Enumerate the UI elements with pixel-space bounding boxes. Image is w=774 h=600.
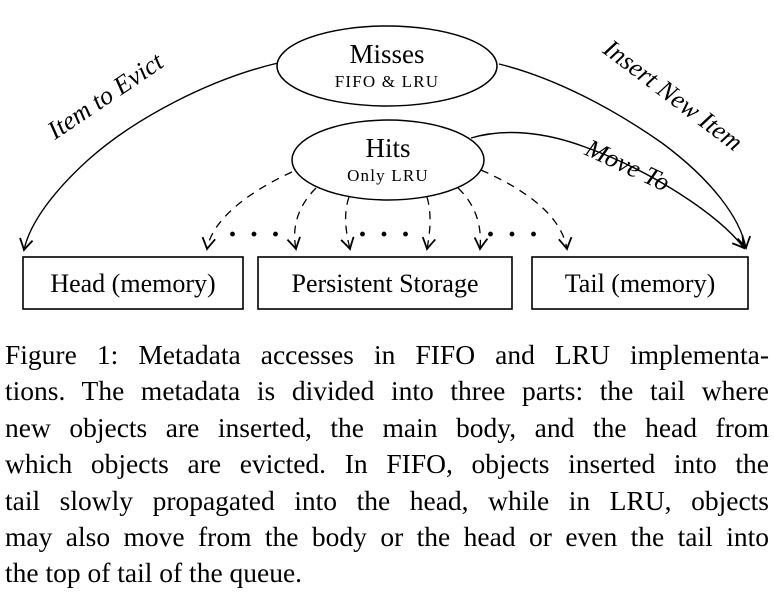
misses-node-subtitle: FIFO & LRU	[335, 72, 440, 91]
tail-box	[531, 256, 749, 310]
misses-node-title: Misses	[349, 39, 424, 69]
figure-diagram: Misses FIFO & LRU Hits Only LRU Item to …	[19, 25, 751, 310]
persistent-storage-box	[257, 256, 513, 310]
hits-node-subtitle: Only LRU	[347, 166, 429, 185]
caption-line: new objects are inserted, the main body,…	[5, 411, 769, 443]
caption-line: tions. The metadata is divided into thre…	[5, 375, 769, 407]
hits-node-ellipse	[291, 119, 485, 201]
evict-edge-arrow	[19, 62, 279, 252]
caption-line: the top of tail of the queue.	[5, 557, 303, 589]
move-edge-arrow	[470, 131, 746, 250]
caption-line: may also move from the body or the head …	[5, 521, 769, 553]
tail-box-label: Tail (memory)	[565, 269, 716, 298]
ellipsis-dots-right: · · ·	[485, 218, 540, 251]
insert-edge-label: Insert New Item	[597, 33, 748, 157]
hits-dashed-arrow-4	[421, 196, 436, 251]
hits-dashed-arrow-2	[286, 187, 317, 251]
insert-edge-arrow	[498, 63, 751, 250]
caption-line: Figure 1: Metadata accesses in FIFO and …	[5, 339, 769, 370]
ellipsis-dots-center: · · ·	[357, 218, 412, 251]
hits-dashed-arrow-3	[340, 196, 355, 251]
caption-line: which objects are evicted. In FIFO, obje…	[5, 448, 769, 480]
caption-line: tail slowly propagated into the head, wh…	[5, 484, 769, 516]
hits-node-title: Hits	[365, 133, 410, 163]
evict-edge-label: Item to Evict	[41, 46, 169, 145]
head-box	[22, 256, 244, 310]
misses-node-ellipse	[276, 25, 498, 107]
hits-dashed-arrow-6	[480, 169, 573, 251]
ellipsis-dots-left: · · ·	[227, 218, 282, 251]
hits-dashed-arrow-5	[457, 187, 489, 251]
persistent-storage-box-label: Persistent Storage	[291, 269, 478, 298]
head-box-label: Head (memory)	[50, 269, 215, 298]
figure-caption: Figure 1: Metadata accesses in FIFO and …	[5, 337, 769, 592]
hits-dashed-arrow-1	[201, 171, 293, 251]
move-edge-label: Move To	[580, 133, 674, 197]
